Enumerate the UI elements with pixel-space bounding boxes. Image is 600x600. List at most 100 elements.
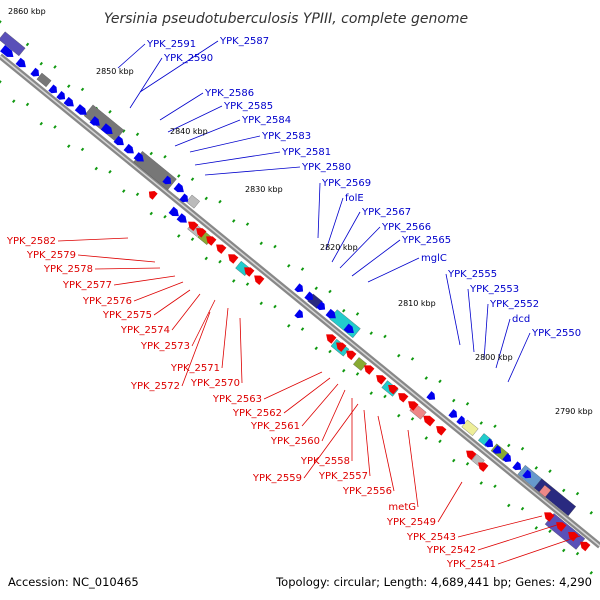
tick-dot (80, 147, 85, 152)
forward-leader (339, 226, 381, 269)
forward-gene (74, 104, 87, 115)
reverse-gene-label: YPK_2582 (6, 236, 56, 247)
reverse-leader (171, 293, 201, 331)
reverse-gene-label: YPK_2575 (102, 310, 152, 321)
tick-dot (135, 132, 140, 137)
reverse-gene-label: YPK_2577 (62, 280, 112, 291)
tick-dot (287, 324, 291, 328)
reverse-gene-label: YPK_2542 (426, 545, 476, 556)
tick-dot (548, 529, 552, 533)
forward-gene-label: YPK_2553 (469, 284, 519, 295)
reverse-gene-label: YPK_2562 (232, 408, 282, 419)
reverse-leader (221, 307, 229, 369)
tick-dot (438, 439, 442, 444)
forward-gene (484, 438, 494, 448)
tick-dot (410, 357, 415, 361)
gene-features (0, 45, 591, 552)
forward-gene (512, 461, 522, 471)
reverse-leader (303, 403, 359, 479)
cog-block (538, 484, 552, 498)
tick-dot (397, 413, 401, 418)
reverse-leader (77, 254, 156, 263)
tick-dot (108, 170, 112, 174)
tick-dot (25, 42, 30, 47)
forward-leader (117, 43, 146, 69)
tick-dot (245, 282, 250, 286)
forward-gene (294, 309, 304, 319)
reverse-leader (283, 377, 331, 414)
reverse-gene-label: YPK_2572 (130, 381, 180, 392)
reverse-leader (181, 311, 211, 387)
forward-leader (204, 166, 301, 176)
tick-dot (562, 488, 566, 493)
tick-dot (273, 244, 277, 249)
tick-dot (589, 511, 593, 515)
forward-leader (495, 318, 511, 369)
tick-dot (177, 174, 181, 178)
tick-dot (190, 177, 195, 182)
tick-dot (383, 394, 387, 399)
reverse-leader (437, 481, 463, 523)
kbp-tick-label: 2800 kbp (475, 353, 513, 362)
tick-dot (53, 125, 57, 129)
cog-block (83, 104, 125, 142)
forward-gene (89, 116, 100, 126)
reverse-gene-label: YPK_2573 (140, 341, 190, 352)
tick-dot (520, 446, 525, 451)
reverse-gene-label: YPK_2557 (318, 471, 368, 482)
reverse-leader (239, 317, 243, 384)
tick-dot (314, 346, 318, 351)
tick-dot (314, 286, 318, 291)
reverse-gene (466, 450, 477, 461)
tick-dot (67, 144, 71, 148)
tick-dot (369, 331, 373, 335)
forward-gene-label: YPK_2567 (361, 207, 411, 218)
forward-leader (483, 303, 489, 361)
tick-dot (177, 234, 181, 238)
tick-dot (424, 436, 428, 440)
forward-leader (325, 197, 344, 251)
reverse-leader (113, 275, 176, 286)
tick-dot (245, 222, 250, 226)
forward-gene-label: YPK_2555 (447, 269, 497, 280)
forward-leader (331, 211, 361, 263)
reverse-gene-label: YPK_2563 (212, 394, 262, 405)
tick-dot (232, 219, 236, 223)
reverse-gene (228, 254, 239, 264)
forward-leader (467, 288, 475, 353)
tick-dot (507, 443, 511, 448)
kbp-tick-label: 2810 kbp (398, 299, 436, 308)
tick-dot (0, 80, 2, 84)
reverse-gene (423, 415, 436, 427)
tick-dot (163, 214, 167, 219)
reverse-gene (216, 244, 227, 254)
forward-leader (129, 57, 163, 109)
reverse-gene (244, 267, 255, 277)
forward-gene-label: YPK_2584 (241, 115, 291, 126)
forward-gene-label: YPK_2583 (261, 131, 311, 142)
kbp-tick-label: 2860 kbp (8, 7, 46, 16)
tick-dot (342, 368, 346, 373)
tick-dot (259, 301, 263, 306)
forward-gene-label: YPK_2586 (204, 88, 254, 99)
forward-leader (445, 273, 461, 346)
kbp-tick-label: 2790 kbp (555, 407, 593, 416)
forward-gene (63, 96, 74, 107)
reverse-leader (407, 429, 419, 508)
reverse-gene (364, 365, 375, 375)
topology-text: Topology: circular; Length: 4,689,441 bp… (275, 575, 592, 589)
reverse-gene (408, 401, 419, 411)
tick-dot (0, 20, 2, 24)
reverse-gene (436, 426, 447, 436)
tick-dot (53, 65, 57, 69)
tick-dot (300, 267, 305, 271)
tick-dot (80, 87, 85, 92)
tick-dot (575, 491, 580, 496)
tick-dot (149, 211, 153, 216)
forward-gene (113, 135, 124, 146)
forward-leader (189, 135, 261, 153)
tick-dot (149, 151, 153, 156)
forward-gene-label: YPK_2569 (321, 178, 371, 189)
tick-dot (479, 481, 483, 485)
